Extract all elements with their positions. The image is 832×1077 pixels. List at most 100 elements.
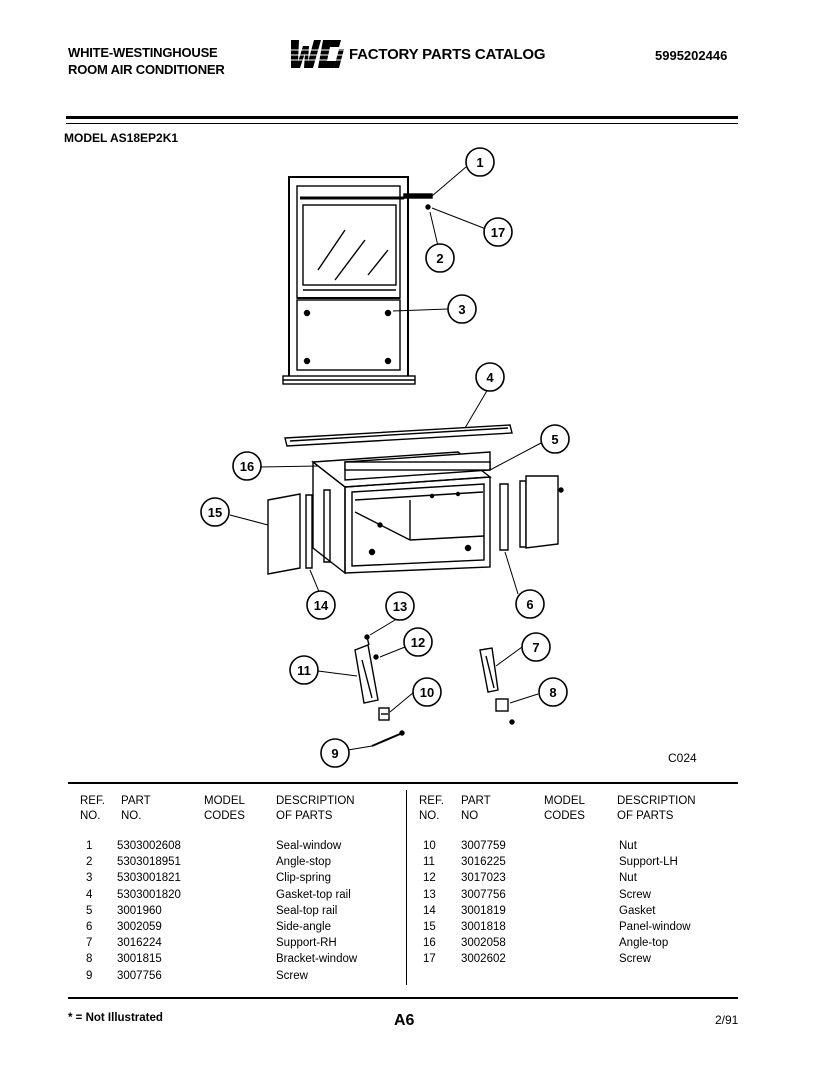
brand-block: WHITE-WESTINGHOUSE ROOM AIR CONDITIONER [68,44,225,78]
table-cell-part-left: 5303001820 [117,888,181,901]
callout-13: 13 [393,599,407,614]
table-cell-part-left: 5303001821 [117,872,181,885]
table-cell-desc-right: Screw [619,953,651,966]
table-cell-ref-left: 5 [86,904,93,917]
table-cell-part-left: 3007756 [117,969,162,982]
callout-labels: 1 2 3 4 5 6 7 8 9 10 11 12 13 14 15 16 1… [208,155,559,761]
table-cell-part-right: 3001819 [461,904,506,917]
left-panel-window [267,489,331,575]
header-part-left: PART NO. [121,795,151,822]
table-cell-part-right: 3016225 [461,856,506,869]
table-cell-ref-left: 1 [86,840,93,852]
table-cell-ref-left: 6 [86,921,93,933]
table-cell-ref-right: 12 [423,872,436,885]
table-cell-part-left: 5303002608 [117,840,181,852]
cabinet-sleeve [311,451,492,575]
table-cell-ref-right: 13 [423,888,436,901]
window-panel-assembly [282,176,433,385]
table-cell-ref-right: 15 [423,921,436,933]
diagram-code: C024 [668,751,697,765]
header-desc-left: DESCRIPTION OF PARTS [276,795,355,822]
table-cell-ref-left: 7 [86,937,93,950]
table-cell-desc-left: Side-angle [276,921,331,933]
table-cell-desc-left: Screw [276,969,308,982]
table-cell-ref-right: 17 [423,953,436,966]
callout-6: 6 [526,597,533,612]
table-cell-desc-right: Nut [619,840,637,852]
top-rail-gasket [284,424,513,447]
table-cell-desc-left: Seal-window [276,840,342,852]
table-cell-ref-left: 9 [86,969,93,982]
table-cell-desc-right: Angle-top [619,937,669,950]
callout-1: 1 [476,155,483,170]
callout-16: 16 [240,459,254,474]
brand-line-2: ROOM AIR CONDITIONER [68,62,225,77]
table-cell-part-left: 3001960 [117,904,162,917]
table-cell-part-right: 3017023 [461,872,506,885]
table-cell-ref-right: 10 [423,840,436,852]
callout-10: 10 [420,685,434,700]
table-cell-ref-left: 2 [86,856,93,869]
table-cell-ref-right: 14 [423,904,436,917]
table-cell-desc-right: Screw [619,888,651,901]
callout-17: 17 [491,225,505,240]
table-cell-part-right: 3002602 [461,953,506,966]
table-cell-part-right: 3002058 [461,937,506,950]
header-ref-left: REF. NO. [80,795,105,822]
callout-15: 15 [208,505,222,520]
callout-14: 14 [314,598,329,613]
table-divider [406,790,407,985]
header-part-right: PART NO [461,795,491,822]
callout-2: 2 [436,251,443,266]
callout-12: 12 [411,635,425,650]
callout-5: 5 [551,432,558,447]
callout-11: 11 [297,663,311,678]
header-ref-right: REF. NO. [419,795,444,822]
table-cell-ref-left: 8 [86,953,93,966]
table-cell-part-right: 3007756 [461,888,506,901]
left-support [354,634,390,721]
table-cell-desc-left: Seal-top rail [276,904,338,917]
table-cell-desc-right: Support-LH [619,856,678,869]
table-cell-part-left: 3001815 [117,953,162,966]
callout-7: 7 [532,640,539,655]
exploded-parts-diagram: 1 2 3 4 5 6 7 8 9 10 11 12 13 14 15 16 1… [200,147,570,768]
table-cell-ref-right: 16 [423,937,436,950]
table-cell-desc-right: Nut [619,872,637,885]
callouts [200,147,570,768]
table-cell-part-left: 5303018951 [117,856,181,869]
callout-4: 4 [486,370,494,385]
table-cell-desc-left: Support-RH [276,937,337,950]
revision-date: 2/91 [715,1013,739,1027]
wci-logo [287,40,345,68]
header-desc-right: DESCRIPTION OF PARTS [617,795,696,822]
callout-9: 9 [331,746,338,761]
table-cell-desc-left: Bracket-window [276,953,358,966]
table-cell-ref-left: 3 [86,872,93,885]
callout-3: 3 [458,302,465,317]
right-support [479,647,515,725]
header-model-right: MODEL CODES [544,795,585,822]
table-cell-desc-left: Clip-spring [276,872,331,885]
header-model-left: MODEL CODES [204,795,245,822]
footnote: * = Not Illustrated [68,1012,163,1024]
parts-table [68,782,738,999]
screw-9 [371,730,405,747]
callout-8: 8 [549,685,556,700]
table-cell-desc-right: Panel-window [619,921,691,933]
table-cell-ref-right: 11 [423,856,435,869]
page-number: A6 [394,1012,415,1029]
table-cell-part-right: 3001818 [461,921,506,933]
brand-line-1: WHITE-WESTINGHOUSE [68,45,218,60]
table-cell-part-right: 3007759 [461,840,506,852]
table-cell-desc-left: Gasket-top rail [276,888,351,901]
model-label: MODEL AS18EP2K1 [64,131,179,145]
header-rule [66,116,738,119]
table-cell-ref-left: 4 [86,888,93,901]
table-cell-part-left: 3016224 [117,937,162,950]
right-panel-window [499,475,564,551]
header-rule-thin [66,123,738,124]
catalog-number: 5995202446 [655,48,728,63]
table-cell-desc-right: Gasket [619,904,656,917]
catalog-title: FACTORY PARTS CATALOG [349,46,546,63]
